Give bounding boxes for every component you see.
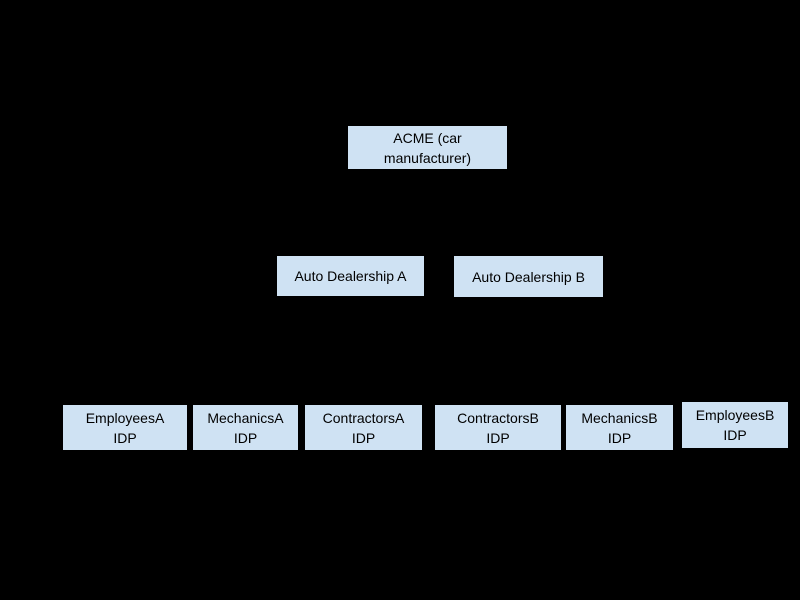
node-mechanics-a-idp: MechanicsA IDP xyxy=(193,405,298,450)
node-employees-a-idp: EmployeesA IDP xyxy=(63,405,187,450)
node-mechanics-b-idp: MechanicsB IDP xyxy=(566,405,673,450)
node-contractors-a-idp-label: ContractorsA IDP xyxy=(322,409,405,446)
node-employees-a-idp-label: EmployeesA IDP xyxy=(85,409,165,446)
node-auto-dealership-b: Auto Dealership B xyxy=(454,256,603,297)
node-auto-dealership-a-label: Auto Dealership A xyxy=(294,268,407,284)
node-contractors-b-idp-label: ContractorsB IDP xyxy=(457,409,539,446)
node-acme-label: ACME (car manufacturer) xyxy=(383,129,472,166)
node-employees-b-idp-label: EmployeesB IDP xyxy=(695,407,775,443)
node-employees-b-idp: EmployeesB IDP xyxy=(682,402,788,448)
node-contractors-b-idp: ContractorsB IDP xyxy=(435,405,561,450)
node-mechanics-b-idp-label: MechanicsB IDP xyxy=(581,409,658,446)
node-contractors-a-idp: ContractorsA IDP xyxy=(305,405,422,450)
node-mechanics-a-idp-label: MechanicsA IDP xyxy=(207,409,284,446)
node-auto-dealership-b-label: Auto Dealership B xyxy=(472,268,585,285)
node-auto-dealership-a: Auto Dealership A xyxy=(277,256,424,296)
node-acme: ACME (car manufacturer) xyxy=(348,126,507,169)
